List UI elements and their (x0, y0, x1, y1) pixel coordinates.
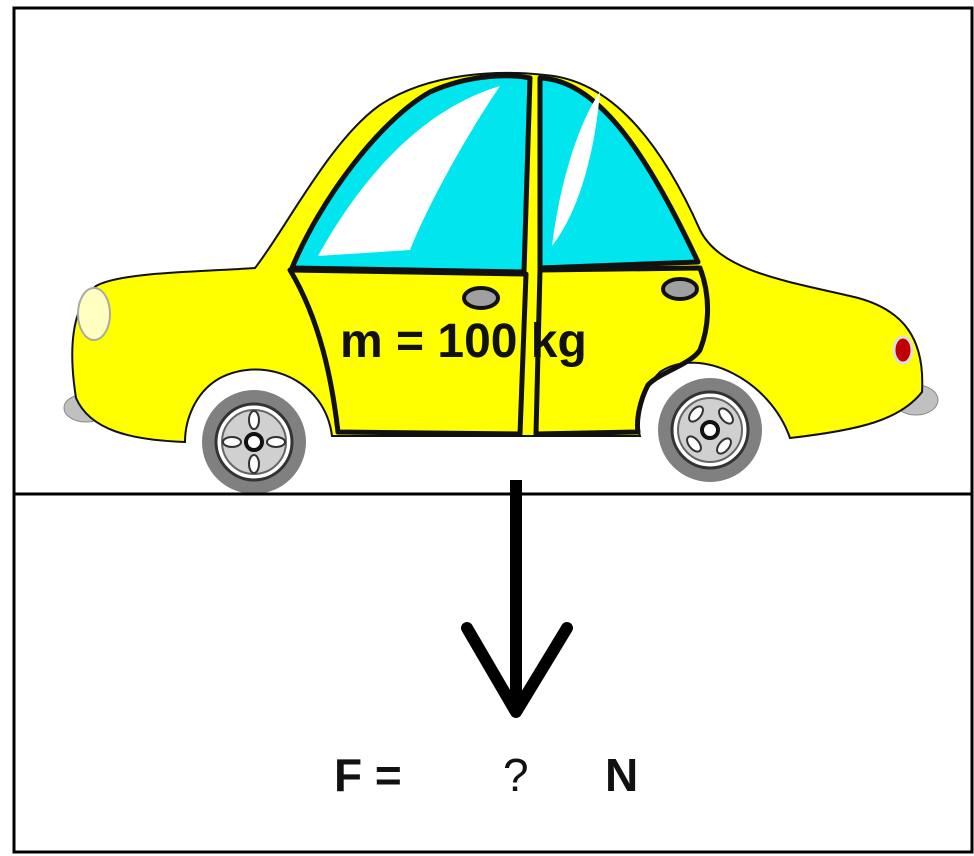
force-unknown-value: ? (503, 749, 529, 801)
mass-label: m = 100 kg (340, 315, 587, 368)
front-window-glare (318, 86, 500, 256)
car-icon (63, 71, 939, 494)
rear-door (533, 265, 710, 437)
down-arrow-icon (461, 480, 573, 718)
headlight (77, 287, 111, 341)
rear-wheel (658, 378, 762, 482)
taillight (892, 335, 914, 365)
front-wheel-arch (193, 372, 329, 443)
front-wheel (202, 390, 306, 494)
force-label-prefix: F = (334, 749, 402, 801)
rear-window (537, 75, 701, 271)
force-unit: N (605, 749, 639, 801)
front-door (287, 267, 529, 437)
rear-door-handle (661, 277, 699, 301)
front-door-handle (462, 286, 500, 310)
rear-wheel-arch (641, 372, 777, 439)
rear-window-glare (552, 92, 600, 246)
